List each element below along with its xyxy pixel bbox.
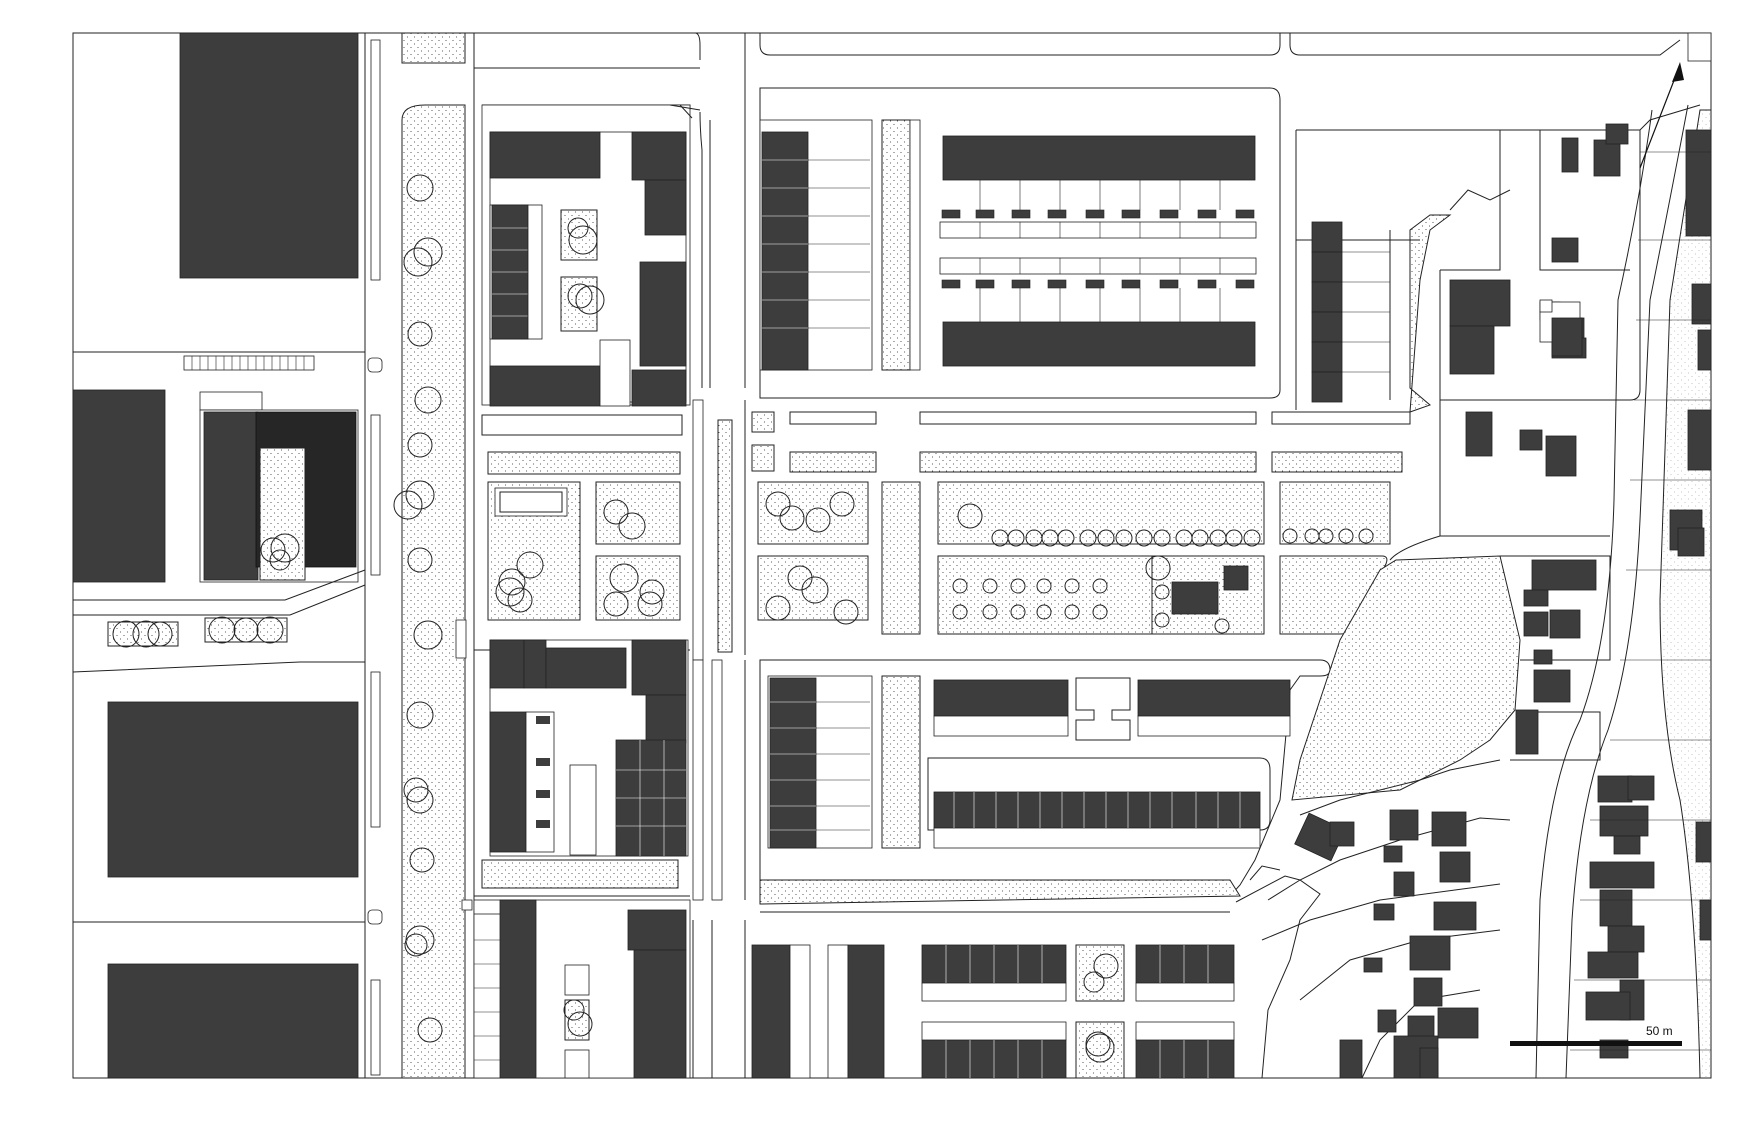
west-blocks [72,32,366,1079]
block-b [461,639,690,911]
scale-bar: 50 m [1510,1024,1682,1046]
block-f [751,865,1321,1079]
block-e [473,899,691,1079]
east-residential [1261,104,1712,1079]
north-south-lane [692,33,746,1078]
north-arrow-icon [1639,32,1712,169]
block-d [759,659,1331,913]
block-a [474,32,701,407]
block-c [759,33,1681,399]
central-park-band [481,214,1452,635]
avenue-green-strip [367,32,475,1079]
scale-bar-label: 50 m [1646,1024,1673,1038]
